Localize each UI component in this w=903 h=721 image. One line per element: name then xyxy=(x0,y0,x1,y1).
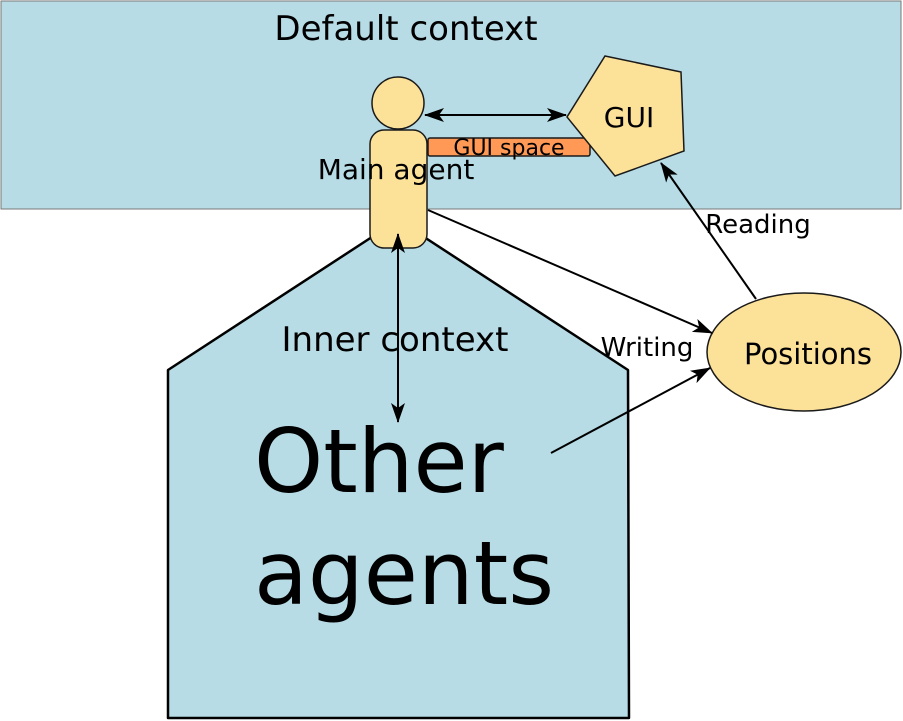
arrow-positions-gui xyxy=(660,162,757,300)
gui-space-label: GUI space xyxy=(453,136,564,161)
other-agents-line2: agents xyxy=(254,522,554,625)
gui-label: GUI xyxy=(604,101,654,134)
positions-label: Positions xyxy=(744,337,872,371)
default-context-label: Default context xyxy=(274,9,537,49)
writing-label: Writing xyxy=(601,333,694,363)
other-agents-line1: Other xyxy=(254,410,505,513)
reading-label: Reading xyxy=(705,210,811,240)
default-context-region xyxy=(0,0,902,210)
inner-context-region xyxy=(166,218,631,720)
main-agent-body xyxy=(369,129,428,249)
gui-node xyxy=(566,55,685,177)
main-agent-head xyxy=(371,76,425,130)
inner-context-label: Inner context xyxy=(282,320,509,360)
positions-node xyxy=(706,292,902,412)
main-agent-label: Main agent xyxy=(318,153,475,186)
gui-space-bar xyxy=(427,137,591,157)
arrow-agent-positions xyxy=(427,209,713,334)
arrow-others-positions xyxy=(550,367,711,454)
